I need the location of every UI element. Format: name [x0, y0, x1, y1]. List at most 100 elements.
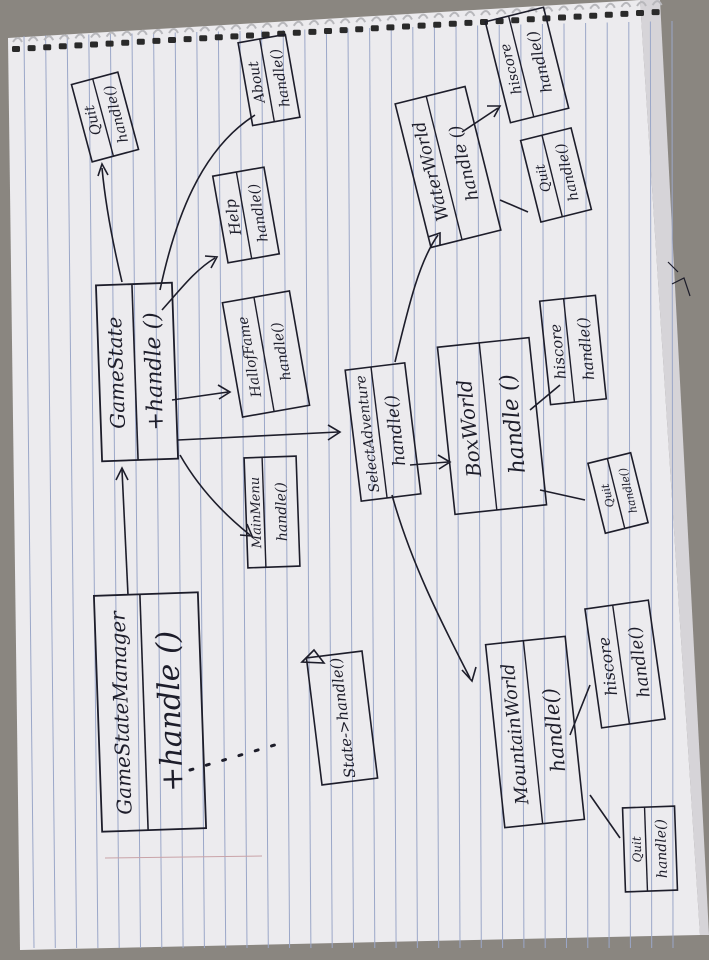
- binding-ring: [27, 36, 39, 42]
- binding-ring: [589, 3, 601, 10]
- binding-hole: [90, 41, 98, 48]
- arrowhead: [427, 231, 441, 245]
- ruled-line: [217, 31, 227, 949]
- ruled-line: [23, 35, 35, 949]
- class-method: handle(): [653, 819, 671, 879]
- binding-ring: [183, 27, 195, 33]
- margin-line: [104, 855, 263, 859]
- binding-ring: [230, 24, 242, 30]
- binding-ring: [636, 1, 647, 7]
- arrowhead: [239, 523, 254, 537]
- connectors: [97, 105, 621, 839]
- edge-mountain-to-hiscore: [569, 684, 591, 736]
- class-name: About: [246, 60, 269, 107]
- ruled-lines: [23, 20, 674, 949]
- arrowhead: [115, 466, 129, 481]
- binding-hole: [604, 11, 613, 18]
- class-box-quit-mountain: Quit handle(): [621, 805, 679, 893]
- binding-hole: [526, 16, 535, 23]
- binding-hole: [308, 28, 317, 35]
- binding-ring: [292, 20, 304, 27]
- ruled-line: [261, 30, 269, 949]
- binding-ring: [199, 26, 211, 32]
- binding-hole: [355, 26, 364, 33]
- binding-ring: [74, 33, 86, 39]
- binding-ring: [121, 30, 133, 37]
- binding-ring: [604, 2, 616, 9]
- binding-ring: [573, 4, 585, 11]
- ruled-line: [325, 28, 333, 949]
- binding-ring: [417, 13, 429, 20]
- binding-ring: [58, 34, 70, 40]
- edge-select-to-waterworld: [394, 234, 439, 363]
- ruled-line: [585, 22, 589, 949]
- class-name: MainMenu: [248, 477, 266, 550]
- binding-ring: [12, 37, 23, 43]
- ruled-line: [239, 30, 248, 949]
- ruled-line: [606, 22, 610, 949]
- binding-ring: [105, 31, 117, 38]
- binding-hole: [573, 13, 582, 20]
- ruled-line: [455, 25, 461, 949]
- spiral-binding: [12, 0, 663, 52]
- edge-mountain-to-quit: [589, 794, 621, 839]
- binding-hole: [636, 10, 644, 16]
- arrowhead: [461, 666, 477, 683]
- binding-ring: [386, 15, 398, 21]
- binding-hole: [168, 37, 176, 43]
- arrowhead: [204, 255, 219, 269]
- ruled-line: [66, 34, 78, 949]
- arrowhead: [97, 162, 109, 177]
- edge-gamestate-to-help: [161, 257, 216, 311]
- binding-ring: [651, 0, 663, 6]
- edge-gamestate-to-mainmenu: [179, 454, 251, 536]
- ruled-line: [563, 23, 567, 949]
- binding-hole: [121, 39, 130, 46]
- ruled-line: [390, 27, 397, 949]
- binding-hole: [417, 22, 426, 29]
- binding-hole: [558, 14, 566, 21]
- ruled-line: [45, 35, 56, 949]
- binding-hole: [261, 31, 270, 38]
- binding-hole: [495, 18, 504, 25]
- edge-water-to-quit: [499, 199, 529, 213]
- class-box-gamestate: GameState +handle (): [95, 281, 179, 463]
- edge-gamestate-to-about: [159, 114, 256, 291]
- binding-ring: [339, 18, 351, 24]
- edge-gamestate-to-selectadventure: [177, 431, 339, 441]
- class-name: hiscore: [546, 323, 570, 380]
- edge-gamestate-to-halloffame: [171, 391, 229, 401]
- ruled-line: [196, 31, 205, 949]
- binding-ring: [620, 1, 632, 8]
- binding-hole: [339, 27, 348, 34]
- ruled-line: [369, 27, 376, 949]
- class-method: +handle (): [150, 630, 191, 792]
- binding-hole: [105, 40, 114, 47]
- binding-ring: [464, 10, 476, 17]
- arrowhead: [327, 424, 342, 441]
- binding-hole: [74, 42, 83, 49]
- ruled-line: [131, 33, 141, 949]
- arrowhead: [217, 384, 232, 400]
- binding-ring: [370, 16, 382, 22]
- binding-ring: [308, 19, 320, 26]
- binding-hole: [370, 25, 379, 32]
- class-method: +handle (): [140, 312, 169, 431]
- binding-hole: [448, 20, 457, 27]
- ruled-line: [282, 29, 291, 949]
- binding-ring: [511, 8, 523, 14]
- binding-hole: [589, 12, 598, 19]
- ruled-line: [628, 21, 631, 949]
- binding-ring: [558, 5, 569, 12]
- binding-hole: [620, 10, 629, 17]
- ruled-line: [347, 28, 354, 949]
- binding-hole: [12, 46, 20, 52]
- ruled-line: [671, 20, 674, 949]
- binding-ring: [43, 35, 55, 41]
- class-method: handle(): [273, 482, 291, 542]
- binding-ring: [324, 19, 335, 25]
- binding-hole: [214, 34, 223, 41]
- binding-hole: [27, 45, 36, 52]
- binding-ring: [246, 23, 257, 30]
- binding-hole: [433, 21, 442, 28]
